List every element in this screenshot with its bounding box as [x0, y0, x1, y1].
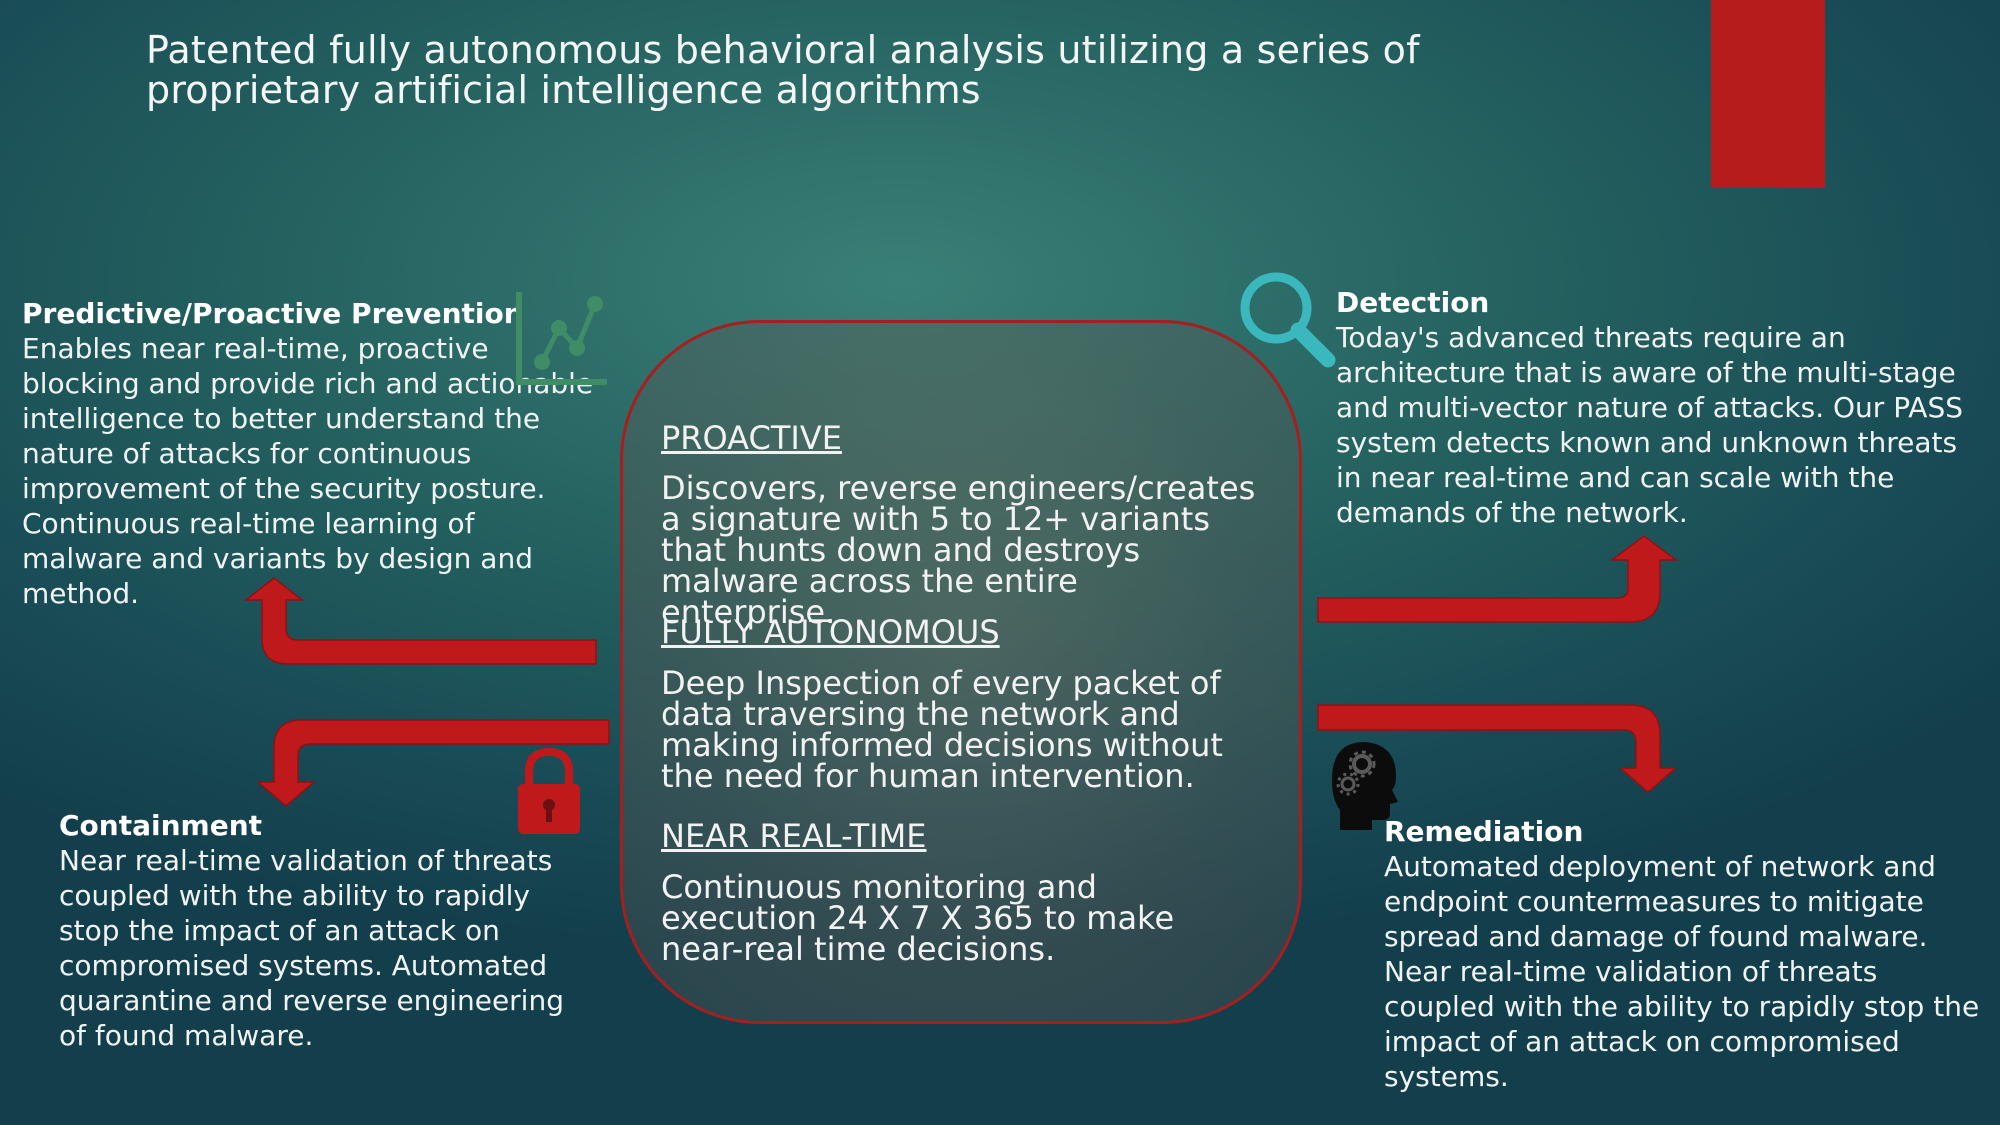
remediation-text: Automated deployment of network and endp…: [1384, 850, 1980, 1093]
prevention-text: Enables near real-time, proactive blocki…: [22, 332, 594, 610]
red-accent-bar: [1711, 0, 1825, 188]
padlock-icon: [518, 748, 580, 834]
arrow-to-detection: [1317, 535, 1679, 623]
center-heading-near-real-time: NEAR REAL-TIME: [661, 817, 927, 855]
arrow-to-prevention: [243, 577, 597, 665]
prevention-title: Predictive/Proactive Prevention: [22, 297, 524, 330]
page-title: Patented fully autonomous behavioral ana…: [146, 28, 1420, 112]
detection-title: Detection: [1336, 286, 1490, 319]
head-gears-icon: [1332, 742, 1398, 830]
line-chart-icon: [516, 292, 607, 385]
containment-text: Near real-time validation of threats cou…: [59, 844, 564, 1052]
center-box: [620, 320, 1302, 1024]
magnifier-icon: [1240, 272, 1336, 368]
arrow-to-containment: [255, 719, 610, 807]
remediation-title: Remediation: [1384, 815, 1584, 848]
center-text-near-real-time: Continuous monitoring and execution 24 X…: [661, 868, 1175, 968]
containment-title: Containment: [59, 809, 263, 842]
center-text-proactive: Discovers, reverse engineers/creates a s…: [661, 469, 1256, 631]
center-heading-proactive: PROACTIVE: [661, 419, 842, 457]
center-text-fully-autonomous: Deep Inspection of every packet of data …: [661, 664, 1223, 795]
center-heading-fully-autonomous: FULLY AUTONOMOUS: [661, 613, 1000, 651]
arrow-to-remediation: [1317, 704, 1679, 793]
detection-text: Today's advanced threats require an arch…: [1336, 321, 1964, 529]
